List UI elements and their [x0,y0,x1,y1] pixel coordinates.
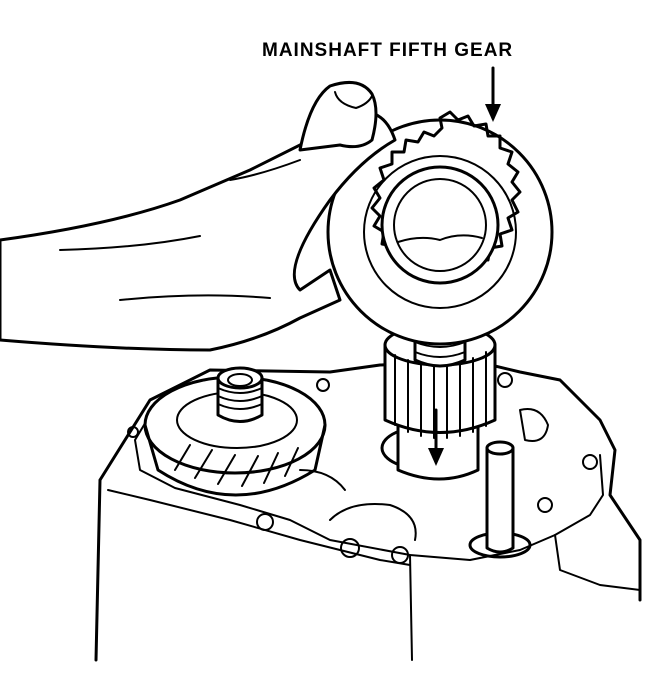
countershaft-assembly [143,366,327,497]
fifth-gear [326,110,554,346]
callout-arrow [485,66,501,122]
callout-label: MAINSHAFT FIFTH GEAR [262,40,514,61]
transmission-case [94,358,642,662]
dowel-pin [468,440,532,559]
hand [0,80,397,352]
